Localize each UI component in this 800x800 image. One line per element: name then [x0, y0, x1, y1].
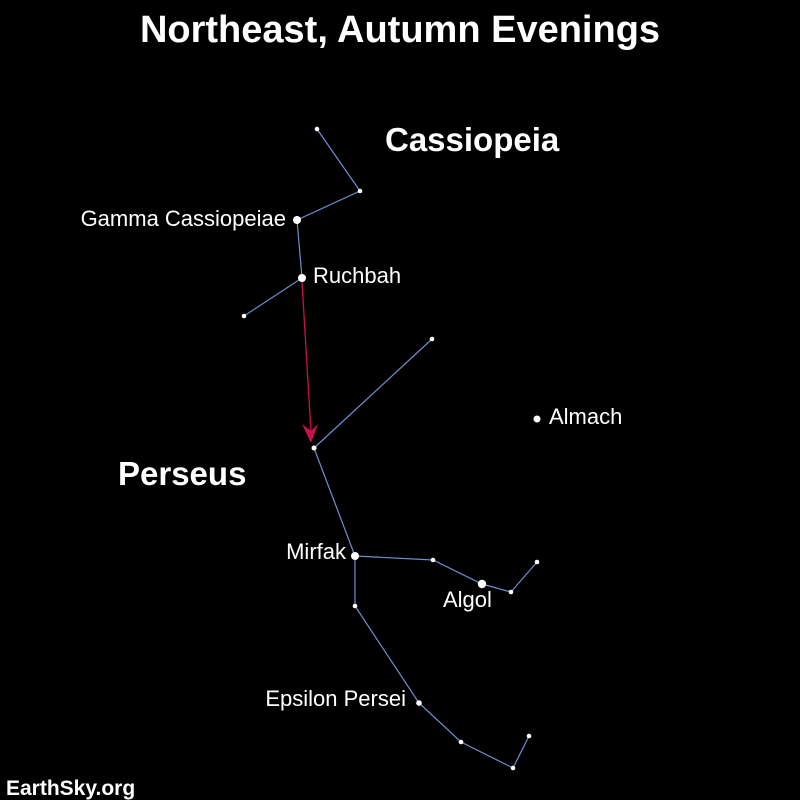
- almach-star: [533, 415, 541, 423]
- perseus-star-foot-3: [526, 733, 532, 739]
- cassiopeia-label: Cassiopeia: [385, 121, 560, 158]
- algol-label: Algol: [443, 587, 492, 612]
- pointer-arrow-shaft: [301, 281, 312, 433]
- perseus-arm-line: [313, 338, 433, 449]
- pointer-arrow: [301, 281, 318, 443]
- ruchbah-label: Ruchbah: [313, 263, 401, 288]
- perseus-star-lower: [352, 603, 358, 609]
- perseus-star-foot-1: [458, 739, 464, 745]
- cassiopeia-star-top: [314, 126, 320, 132]
- stars: [241, 126, 541, 771]
- earthsky-credit: EarthSky.org: [6, 777, 135, 800]
- perseus-star-foot-2: [510, 765, 516, 771]
- mirfak-star: [351, 552, 359, 560]
- epsilon-persei-star: [416, 700, 422, 706]
- ruchbah-star: [298, 274, 306, 282]
- perseus-star-top: [311, 445, 317, 451]
- algol-star: [477, 579, 487, 589]
- cassiopeia-star-bottom: [241, 313, 247, 319]
- perseus-star-east: [430, 557, 436, 563]
- gamma-cassiopeiae-star: [293, 216, 301, 224]
- perseus-label: Perseus: [118, 455, 246, 492]
- perseus-star-algol-east: [508, 589, 514, 595]
- gamma-cassiopeiae-label: Gamma Cassiopeiae: [81, 206, 286, 231]
- perseus-star-arm: [429, 336, 435, 342]
- mirfak-label: Mirfak: [286, 539, 347, 564]
- chart-title: Northeast, Autumn Evenings: [140, 9, 660, 51]
- epsilon-persei-label: Epsilon Persei: [265, 686, 406, 711]
- cassiopeia-star-right: [357, 188, 363, 194]
- perseus-star-far-east: [534, 559, 540, 565]
- almach-label: Almach: [549, 404, 622, 429]
- pointer-arrowhead: [302, 424, 318, 443]
